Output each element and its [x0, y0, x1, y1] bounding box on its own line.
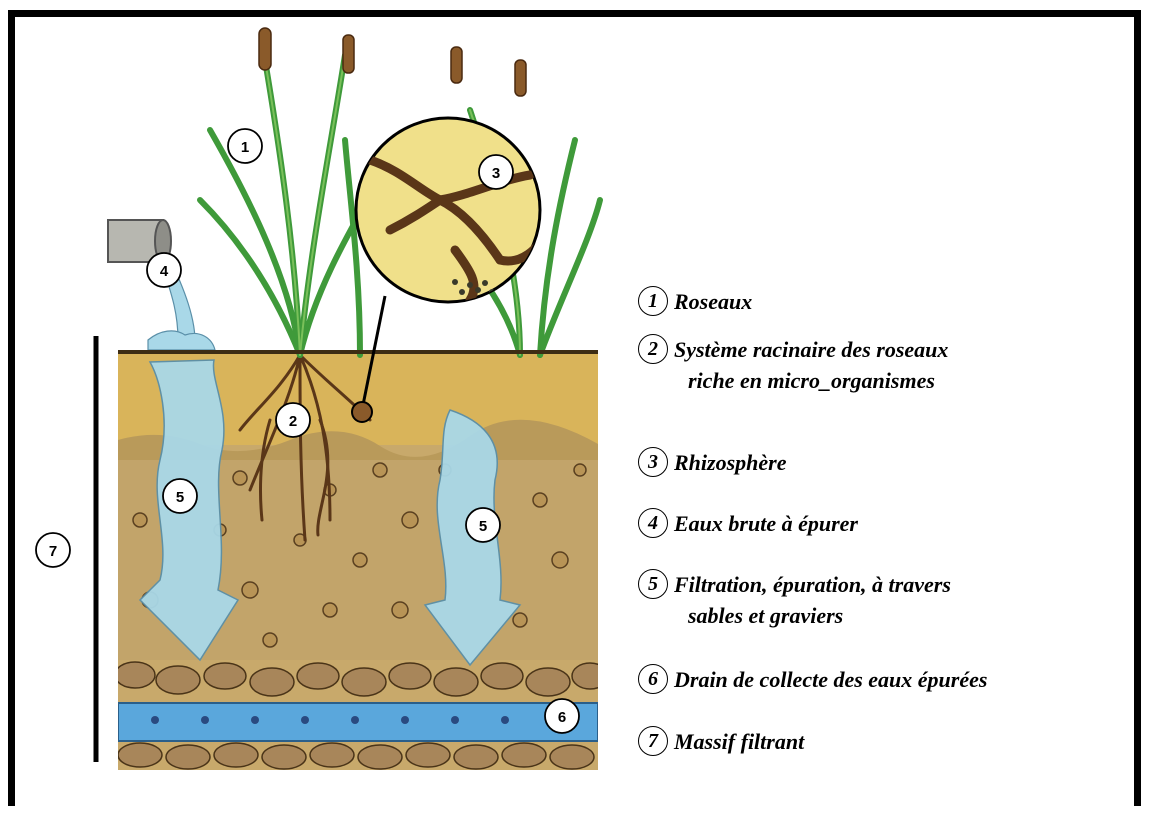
callout-3: 3	[479, 155, 513, 189]
legend-number: 1	[638, 286, 668, 316]
legend-label: Drain de collecte des eaux épurées	[674, 664, 987, 695]
legend-number: 6	[638, 664, 668, 694]
svg-text:5: 5	[479, 518, 487, 535]
legend-number: 2	[638, 334, 668, 364]
callout-4: 4	[147, 253, 181, 287]
legend-number: 5	[638, 569, 668, 599]
svg-text:7: 7	[49, 543, 57, 560]
callout-7: 7	[36, 533, 70, 567]
legend-item-6: 6 Drain de collecte des eaux épurées	[638, 664, 987, 695]
svg-text:2: 2	[289, 413, 297, 430]
svg-text:6: 6	[558, 709, 566, 726]
callout-1: 1	[228, 129, 262, 163]
legend-label: Massif filtrant	[674, 726, 804, 757]
legend-item-1: 1 Roseaux	[638, 286, 752, 317]
callout-5-right: 5	[466, 508, 500, 542]
legend-item-7: 7 Massif filtrant	[638, 726, 804, 757]
callout-2: 2	[276, 403, 310, 437]
svg-text:5: 5	[176, 489, 184, 506]
svg-text:4: 4	[160, 263, 169, 280]
legend-number: 4	[638, 508, 668, 538]
callout-5-left: 5	[163, 479, 197, 513]
callout-6: 6	[545, 699, 579, 733]
svg-text:1: 1	[241, 139, 249, 156]
legend-label: Roseaux	[674, 286, 752, 317]
cattails	[259, 28, 526, 96]
legend-item-4: 4 Eaux brute à épurer	[638, 508, 858, 539]
legend-label: Eaux brute à épurer	[674, 508, 858, 539]
legend-item-3: 3 Rhizosphère	[638, 447, 786, 478]
legend-label: Rhizosphère	[674, 447, 786, 478]
legend-number: 3	[638, 447, 668, 477]
svg-text:3: 3	[492, 165, 500, 182]
legend-number: 7	[638, 726, 668, 756]
